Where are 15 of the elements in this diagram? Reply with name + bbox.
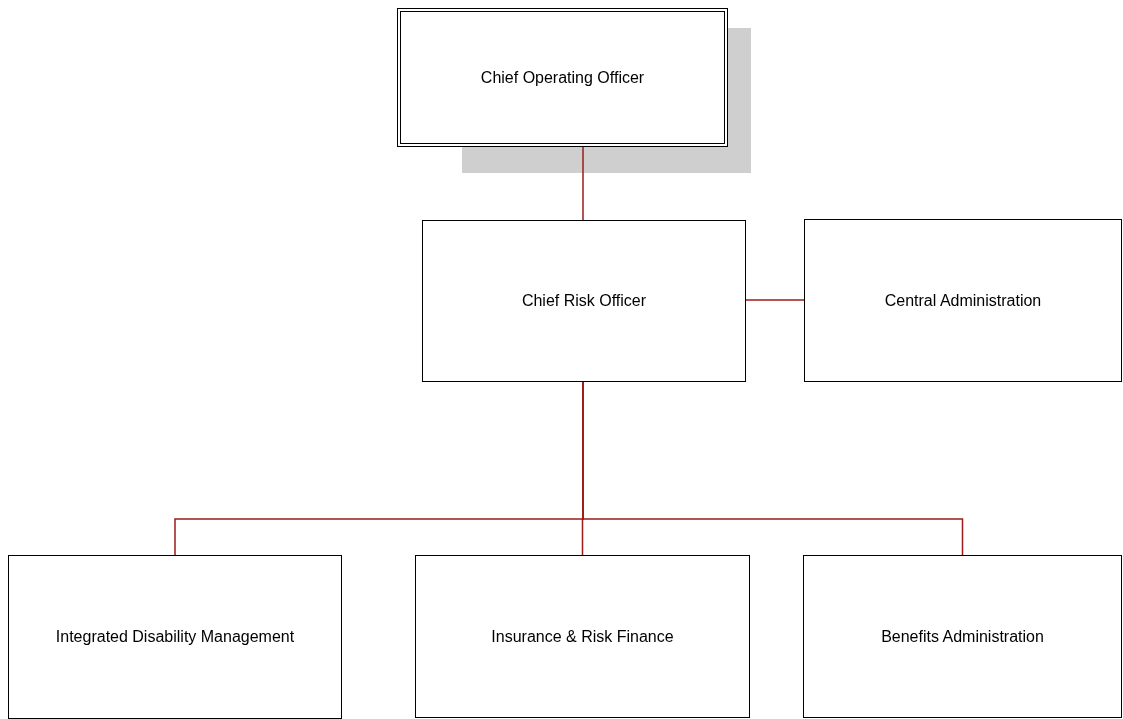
role-title: Insurance & Risk Finance bbox=[491, 627, 674, 646]
org-box bbox=[422, 220, 746, 382]
org-box bbox=[397, 8, 728, 147]
org-box bbox=[804, 219, 1122, 382]
connector-line bbox=[745, 299, 805, 301]
org-box bbox=[803, 555, 1122, 718]
org-box bbox=[415, 555, 750, 718]
org-box bbox=[8, 555, 342, 719]
connector-line bbox=[582, 146, 584, 221]
role-title: Central Administration bbox=[884, 291, 1042, 310]
role-title: Chief Operating Officer bbox=[480, 68, 645, 87]
role-title: Benefits Administration bbox=[881, 627, 1044, 646]
role-title: Integrated Disability Management bbox=[55, 628, 295, 646]
role-title: Chief Risk Officer bbox=[521, 292, 647, 310]
connector-line bbox=[582, 381, 964, 556]
